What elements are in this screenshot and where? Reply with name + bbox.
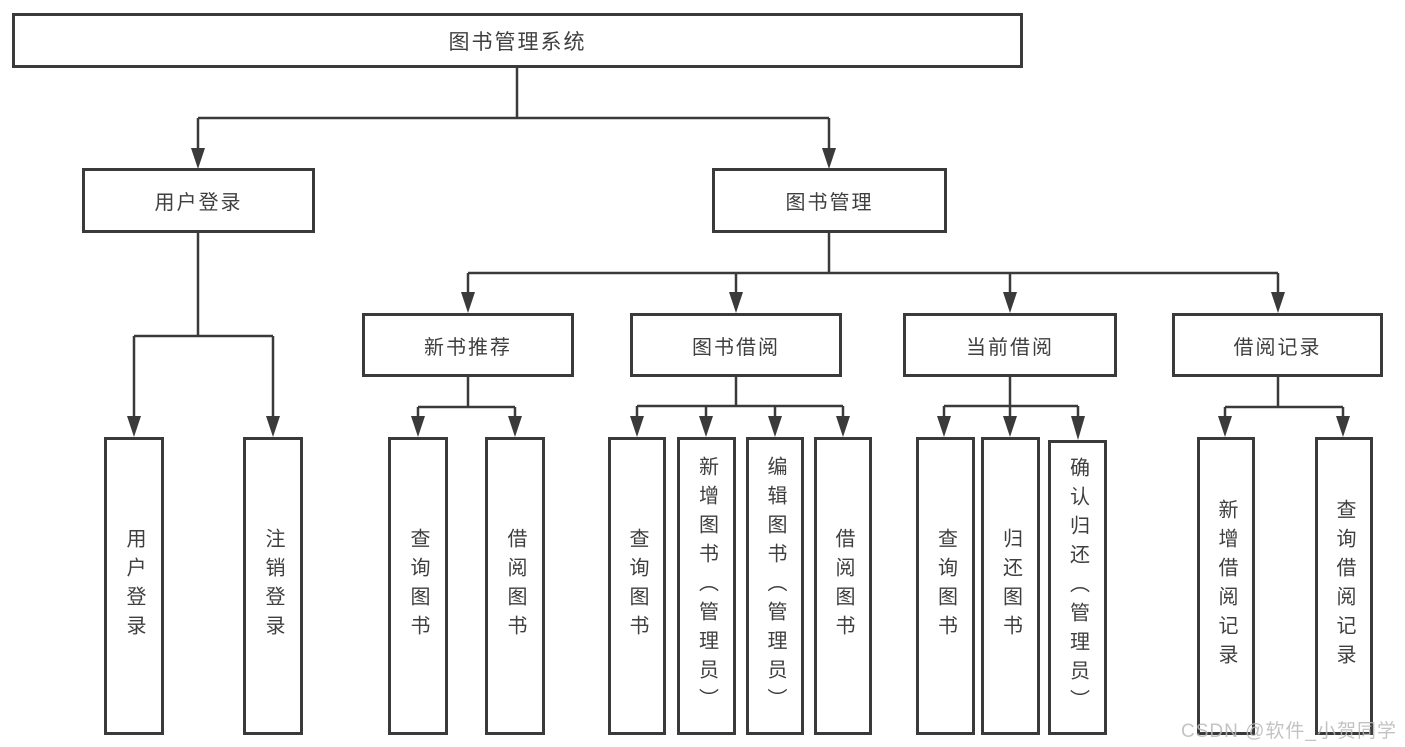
node-root-label: 图书管理系统 <box>448 30 587 54</box>
leaf-borrow-books: 借阅图书 <box>814 437 872 735</box>
node-borrow-records: 借阅记录 <box>1172 313 1383 377</box>
node-book-borrow: 图书借阅 <box>630 313 842 377</box>
leaf-query-borrow-record: 查询借阅记录 <box>1315 437 1373 735</box>
leaf-add-books-admin-label: 新增图书（管理员） <box>695 455 718 717</box>
leaf-edit-books-admin: 编辑图书（管理员） <box>746 437 804 735</box>
node-user-login: 用户登录 <box>82 168 315 233</box>
node-new-book-recommend: 新书推荐 <box>362 313 574 377</box>
leaf-edit-books-admin-label: 编辑图书（管理员） <box>764 455 786 717</box>
node-user-login-label: 用户登录 <box>154 192 243 214</box>
leaf-logout: 注销登录 <box>243 437 303 735</box>
leaf-current-query-books-label: 查询图书 <box>934 528 957 644</box>
leaf-return-books-label: 归还图书 <box>999 528 1022 644</box>
node-root: 图书管理系统 <box>12 13 1023 68</box>
leaf-add-borrow-record-label: 新增借阅记录 <box>1215 499 1237 673</box>
leaf-borrow-query-books: 查询图书 <box>608 437 666 735</box>
leaf-confirm-return-admin-label: 确认归还（管理员） <box>1066 457 1089 718</box>
leaf-recommend-borrow-books: 借阅图书 <box>485 437 545 735</box>
leaf-recommend-query-books: 查询图书 <box>388 437 448 735</box>
leaf-user-login: 用户登录 <box>104 437 164 735</box>
node-book-management-label: 图书管理 <box>785 192 874 214</box>
leaf-recommend-borrow-books-label: 借阅图书 <box>504 528 526 644</box>
node-book-management: 图书管理 <box>712 168 947 233</box>
node-book-borrow-label: 图书借阅 <box>692 336 780 359</box>
node-borrow-records-label: 借阅记录 <box>1233 336 1322 359</box>
leaf-query-borrow-record-label: 查询借阅记录 <box>1333 499 1355 673</box>
leaf-user-login-label: 用户登录 <box>123 528 145 644</box>
leaf-return-books: 归还图书 <box>981 437 1040 735</box>
leaf-add-borrow-record: 新增借阅记录 <box>1197 437 1255 735</box>
leaf-current-query-books: 查询图书 <box>916 437 975 735</box>
leaf-logout-label: 注销登录 <box>262 528 284 644</box>
leaf-confirm-return-admin: 确认归还（管理员） <box>1048 440 1107 735</box>
node-current-borrow-label: 当前借阅 <box>966 336 1054 359</box>
leaf-recommend-query-books-label: 查询图书 <box>407 528 429 644</box>
leaf-borrow-books-label: 借阅图书 <box>832 528 854 644</box>
node-current-borrow: 当前借阅 <box>903 313 1117 377</box>
leaf-borrow-query-books-label: 查询图书 <box>626 528 648 644</box>
leaf-add-books-admin: 新增图书（管理员） <box>677 437 736 735</box>
node-new-book-recommend-label: 新书推荐 <box>424 336 512 359</box>
